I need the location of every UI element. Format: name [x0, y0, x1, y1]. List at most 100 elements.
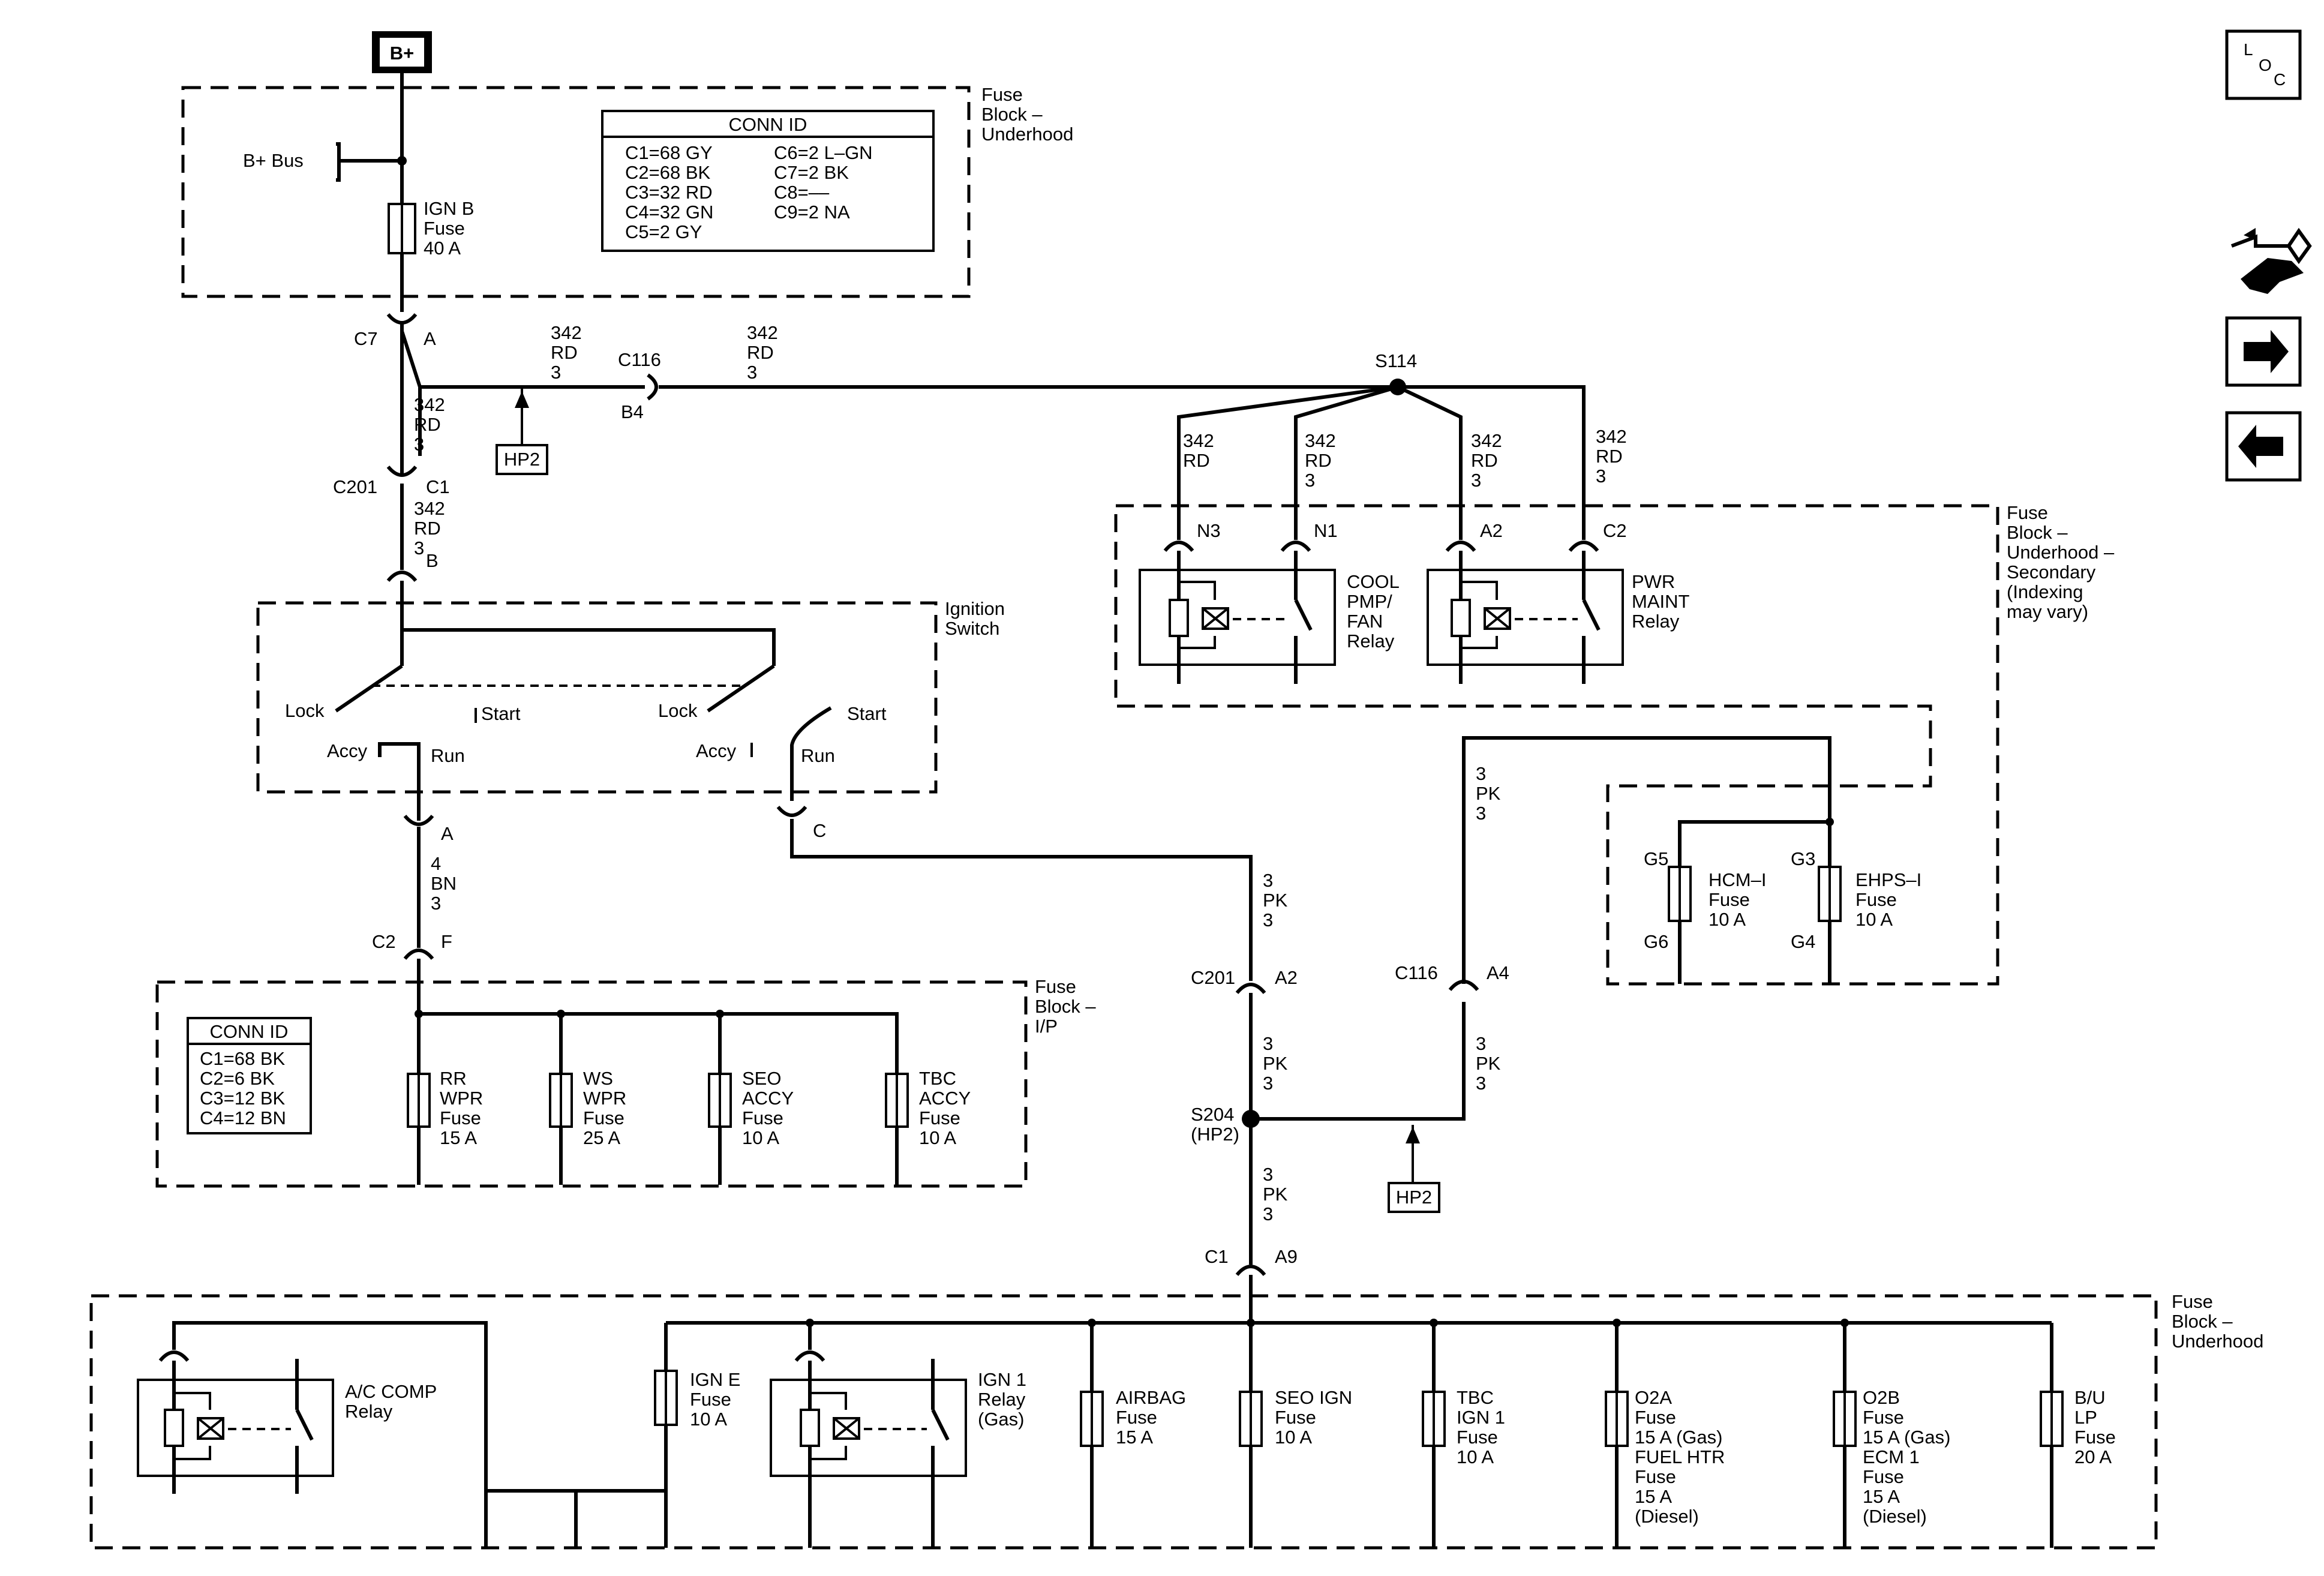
ignition-switch-contact-2 [707, 664, 775, 713]
svg-text:Fuse: Fuse [919, 1107, 960, 1128]
wire-342-rd-to-c116 [400, 331, 645, 389]
wire-labels-s114: 342 RD 342 RD 3 342 RD 3 342 RD 3 [1183, 426, 1627, 491]
svg-text:RD: RD [414, 518, 441, 539]
svg-text:342: 342 [414, 394, 445, 415]
svg-text:342: 342 [1305, 430, 1336, 451]
svg-text:C5=2 GY: C5=2 GY [625, 221, 702, 242]
svg-text:3: 3 [551, 362, 561, 383]
svg-text:C1=68 GY: C1=68 GY [625, 142, 713, 163]
svg-text:PK: PK [1263, 890, 1288, 911]
svg-text:3: 3 [747, 362, 757, 383]
svg-text:10 A: 10 A [1457, 1446, 1494, 1467]
svg-text:3: 3 [414, 538, 424, 559]
svg-text:3: 3 [1263, 1203, 1273, 1224]
svg-text:15 A: 15 A [1635, 1486, 1672, 1507]
svg-text:20 A: 20 A [2074, 1446, 2112, 1467]
svg-text:PK: PK [1476, 1053, 1501, 1074]
svg-text:3: 3 [1476, 1073, 1486, 1094]
svg-text:Underhood: Underhood [981, 124, 1073, 145]
svg-text:LP: LP [2074, 1407, 2097, 1428]
svg-text:Fuse: Fuse [1116, 1407, 1157, 1428]
c201-a2-label: C201 [1191, 967, 1235, 988]
svg-text:HP2: HP2 [504, 449, 540, 470]
svg-text:15 A (Gas): 15 A (Gas) [1863, 1427, 1950, 1448]
svg-text:10 A: 10 A [1855, 909, 1893, 930]
svg-text:3: 3 [1263, 909, 1273, 930]
fuse-block-secondary-title: Fuse Block – Underhood – Secondary (Inde… [2007, 502, 2115, 622]
pin-a9-label: A9 [1275, 1246, 1298, 1267]
fuse-block-underhood-bottom-outline [89, 1294, 2158, 1550]
svg-text:A2: A2 [1480, 520, 1503, 541]
next-arrow-icon[interactable] [2225, 316, 2302, 387]
wire-342-rd-label-1: 342 RD 3 [551, 322, 582, 383]
svg-text:15 A: 15 A [1863, 1486, 1900, 1507]
svg-text:15 A (Gas): 15 A (Gas) [1635, 1427, 1722, 1448]
fuse-block-ip-outline [155, 980, 1028, 1188]
svg-text:PK: PK [1263, 1184, 1288, 1205]
c7-connector [386, 313, 418, 325]
svg-text:Fuse: Fuse [1863, 1466, 1904, 1487]
c201-pin-c1-label: C1 [426, 476, 450, 497]
svg-text:3: 3 [1476, 763, 1486, 784]
svg-text:RD: RD [747, 342, 774, 363]
previous-arrow-icon[interactable] [2225, 411, 2302, 482]
svg-text:C9=2 NA: C9=2 NA [774, 202, 850, 223]
svg-text:Fuse: Fuse [424, 218, 465, 239]
svg-text:Fuse: Fuse [742, 1107, 783, 1128]
svg-text:Fuse: Fuse [1035, 976, 1076, 997]
svg-text:(Diesel): (Diesel) [1863, 1506, 1927, 1527]
s114-label: S114 [1375, 350, 1417, 371]
c201-label: C201 [333, 476, 377, 497]
c201-connector-a2 [1235, 983, 1266, 994]
b-plus-bus-label: B+ Bus [243, 150, 304, 171]
tbc-ign-1-fuse: TBC IGN 1 Fuse 10 A [1422, 1323, 1505, 1548]
svg-text:PWR: PWR [1632, 571, 1675, 592]
svg-text:Fuse: Fuse [2172, 1291, 2213, 1312]
wire-3-pk-label-5: 3 PK 3 [1476, 763, 1501, 824]
svg-text:3: 3 [1263, 1164, 1273, 1185]
svg-text:RD: RD [1471, 450, 1498, 471]
wire-3-pk-to-secondary [1462, 736, 1831, 984]
wire-342-rd-label-2: 342 RD 3 [747, 322, 778, 383]
svg-text:C2=6 BK: C2=6 BK [200, 1068, 275, 1089]
svg-text:C6=2 L–GN: C6=2 L–GN [774, 142, 873, 163]
svg-text:AIRBAG: AIRBAG [1116, 1387, 1186, 1408]
svg-text:SEO IGN: SEO IGN [1275, 1387, 1352, 1408]
fuse-block-ip-title: Fuse Block – I/P [1035, 976, 1096, 1037]
c116-label: C116 [618, 349, 661, 370]
svg-text:C4=12 BN: C4=12 BN [200, 1107, 286, 1128]
svg-text:3: 3 [1263, 1033, 1273, 1054]
rr-wpr-fuse: RR WPR Fuse 15 A [407, 1068, 483, 1148]
svg-text:ACCY: ACCY [919, 1088, 971, 1109]
hcm-i-fuse: G5 G6 HCM–I Fuse 10 A [1644, 848, 1766, 952]
conn-id-table-ip: CONN ID C1=68 BK C2=6 BK C3=12 BK C4=12 … [187, 1017, 312, 1134]
svg-text:C2: C2 [1603, 520, 1627, 541]
ignition-switch-title: Ignition Switch [945, 598, 1005, 639]
svg-text:Block –: Block – [2172, 1311, 2233, 1332]
svg-text:Lock: Lock [658, 700, 698, 721]
b-plus-source: B+ [372, 31, 432, 73]
svg-text:PMP/: PMP/ [1347, 591, 1392, 612]
tbc-accy-fuse: TBC ACCY Fuse 10 A [885, 1068, 971, 1148]
svg-text:Relay: Relay [1347, 631, 1395, 652]
svg-text:3: 3 [1471, 470, 1481, 491]
wire-3-pk-label-1: 3 PK 3 [1263, 870, 1288, 930]
svg-text:C4=32 GN: C4=32 GN [625, 202, 713, 223]
svg-text:Start: Start [847, 703, 887, 724]
svg-text:Fuse: Fuse [690, 1389, 731, 1410]
svg-text:Block –: Block – [1035, 996, 1096, 1017]
svg-text:G4: G4 [1791, 931, 1815, 952]
service-tool-icon[interactable] [2230, 227, 2312, 294]
svg-text:O2A: O2A [1635, 1387, 1672, 1408]
svg-text:IGN 1: IGN 1 [1457, 1407, 1505, 1428]
loc-icon[interactable]: L O C [2225, 29, 2302, 100]
svg-text:PK: PK [1263, 1053, 1288, 1074]
svg-text:N3: N3 [1197, 520, 1221, 541]
svg-text:3: 3 [414, 434, 424, 455]
svg-text:25 A: 25 A [583, 1127, 620, 1148]
svg-text:G3: G3 [1791, 848, 1815, 869]
svg-text:A/C COMP: A/C COMP [345, 1381, 437, 1402]
svg-text:3: 3 [1476, 1033, 1486, 1054]
